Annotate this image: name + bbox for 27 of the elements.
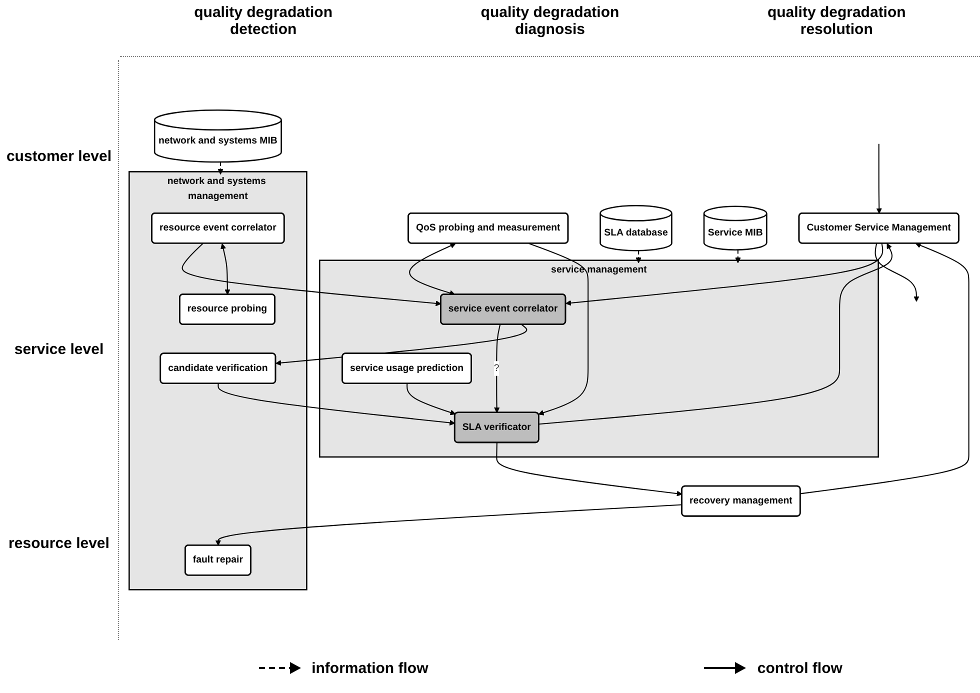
arrow — [874, 243, 920, 302]
row-heading: service level — [13, 341, 105, 358]
arrow — [218, 384, 456, 426]
arrow — [566, 243, 884, 306]
arrow — [215, 504, 682, 546]
arrow — [494, 324, 501, 414]
column-heading: quality degradation diagnosis — [480, 4, 620, 40]
arrow — [528, 243, 589, 416]
arrow — [182, 243, 442, 306]
arrow — [218, 162, 224, 175]
arrow — [406, 384, 456, 416]
arrow — [220, 244, 230, 295]
arrow — [735, 250, 741, 264]
row-heading: resource level — [8, 534, 110, 552]
arrow — [496, 442, 682, 496]
arrow — [636, 250, 642, 264]
row-heading: customer level — [5, 148, 113, 166]
legend-label: information flow — [312, 660, 428, 676]
edge-label: ? — [494, 362, 500, 374]
column-heading: quality degradation resolution — [766, 4, 907, 40]
arrow — [876, 144, 882, 214]
arrow — [538, 243, 892, 425]
legend-label: control flow — [757, 660, 842, 676]
arrow — [409, 243, 456, 296]
arrow — [800, 242, 970, 494]
column-heading: quality degradation detection — [193, 4, 334, 40]
arrow — [276, 324, 527, 366]
